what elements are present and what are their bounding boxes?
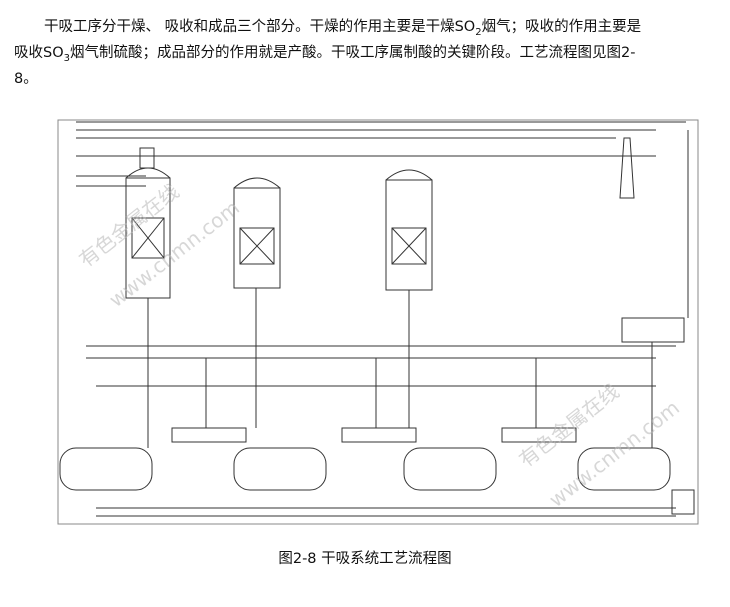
para-line3: 8。 xyxy=(14,71,38,87)
para-line2b: 烟气制硫酸；成品部分的作用就是产酸。干吸工序属制酸的关键阶段。工艺流程图见图2- xyxy=(70,45,636,61)
para-line1b: 烟气；吸收的作用主要是 xyxy=(481,19,642,35)
para-line2a: 吸收SO xyxy=(14,45,64,61)
so2-subscript: 2 xyxy=(475,26,482,38)
so3-subscript: 3 xyxy=(63,52,70,64)
flow-diagram-svg: 有色金属在线 www.cnmn.com 有色金属在线 www.cnmn.com xyxy=(57,119,699,525)
para-line1: 干吸工序分干燥、 吸收和成品三个部分。干燥的作用主要是干燥SO xyxy=(44,19,476,35)
intro-paragraph: 干吸工序分干燥、 吸收和成品三个部分。干燥的作用主要是干燥SO2烟气；吸收的作用… xyxy=(14,14,714,92)
process-flow-diagram: 有色金属在线 www.cnmn.com 有色金属在线 www.cnmn.com xyxy=(56,118,706,528)
figure-caption: 图2-8 干吸系统工艺流程图 xyxy=(278,551,452,567)
